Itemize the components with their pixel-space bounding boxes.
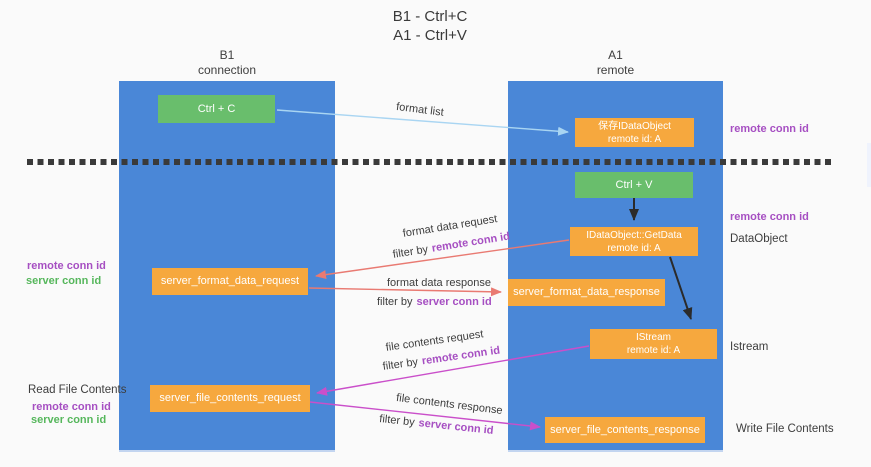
node-file-request-label: server_file_contents_request: [159, 392, 301, 404]
node-save-idataobject-line1: 保存IDataObject: [598, 120, 671, 132]
node-server-format-data-request: server_format_data_request: [152, 268, 308, 295]
node-file-response-label: server_file_contents_response: [550, 423, 700, 436]
node-getdata-line2: remote id: A: [607, 242, 661, 254]
filter-by-text: filter by: [377, 296, 413, 308]
left-label-remote-conn-id-file: remote conn id: [32, 401, 111, 413]
window-edge-artifact: [867, 143, 871, 187]
filter-by-text: filter by: [378, 413, 416, 429]
node-istream-line1: IStream: [635, 332, 671, 343]
filter-by-text: filter by: [382, 356, 419, 373]
node-idataobject-getdata: IDataObject::GetData remote id: A: [570, 227, 698, 256]
node-save-idataobject-line2: remote id: A: [607, 133, 662, 145]
left-label-server-conn-id-format: server conn id: [26, 275, 102, 287]
label-format-data-response: format data response: [387, 277, 491, 289]
node-ctrl-c: Ctrl + C: [158, 95, 275, 123]
right-label-dataobject: DataObject: [730, 233, 788, 245]
lane-header-a1: A1 remote: [508, 48, 723, 78]
node-format-request-label: server_format_data_request: [160, 275, 300, 287]
left-label-read-file-contents: Read File Contents: [28, 384, 127, 396]
node-format-response-label: server_format_data_response: [513, 286, 660, 298]
session-separator-dashed-line: [27, 159, 832, 165]
lane-b1-role: connection: [197, 63, 257, 77]
node-ctrl-c-label: Ctrl + C: [197, 103, 236, 115]
node-istream-line2: remote id: A: [626, 345, 681, 356]
right-label-istream: Istream: [730, 341, 769, 353]
node-save-idataobject: 保存IDataObject remote id: A: [575, 118, 694, 147]
label-file-contents-response: file contents response: [395, 392, 504, 417]
server-conn-id-text: server conn id: [417, 417, 495, 437]
left-label-server-conn-id-file: server conn id: [31, 414, 107, 426]
node-istream: IStream remote id: A: [590, 329, 717, 359]
left-label-remote-conn-id-format: remote conn id: [27, 260, 106, 272]
label-format-list: format list: [395, 101, 445, 119]
node-ctrl-v-label: Ctrl + V: [615, 179, 653, 191]
lane-a1-role: remote: [596, 63, 635, 77]
lane-a1-name: A1: [608, 48, 623, 62]
lane-b1-name: B1: [219, 48, 235, 62]
filter-by-text: filter by: [392, 243, 429, 261]
right-label-write-file-contents: Write File Contents: [736, 423, 834, 435]
server-conn-id-text: server conn id: [416, 296, 492, 308]
node-server-file-contents-response: server_file_contents_response: [545, 417, 705, 443]
right-label-remote-conn-id-top: remote conn id: [730, 123, 809, 135]
lane-header-b1: B1 connection: [119, 48, 335, 78]
title-line-1: B1 - Ctrl+C: [392, 8, 468, 25]
title-line-2: A1 - Ctrl+V: [393, 27, 467, 44]
diagram-title: B1 - Ctrl+C A1 - Ctrl+V: [0, 7, 860, 45]
node-server-format-data-response: server_format_data_response: [508, 279, 665, 306]
right-label-remote-conn-id-mid: remote conn id: [730, 211, 809, 223]
node-server-file-contents-request: server_file_contents_request: [150, 385, 310, 412]
node-getdata-line1: IDataObject::GetData: [586, 229, 682, 241]
node-ctrl-v: Ctrl + V: [575, 172, 693, 198]
